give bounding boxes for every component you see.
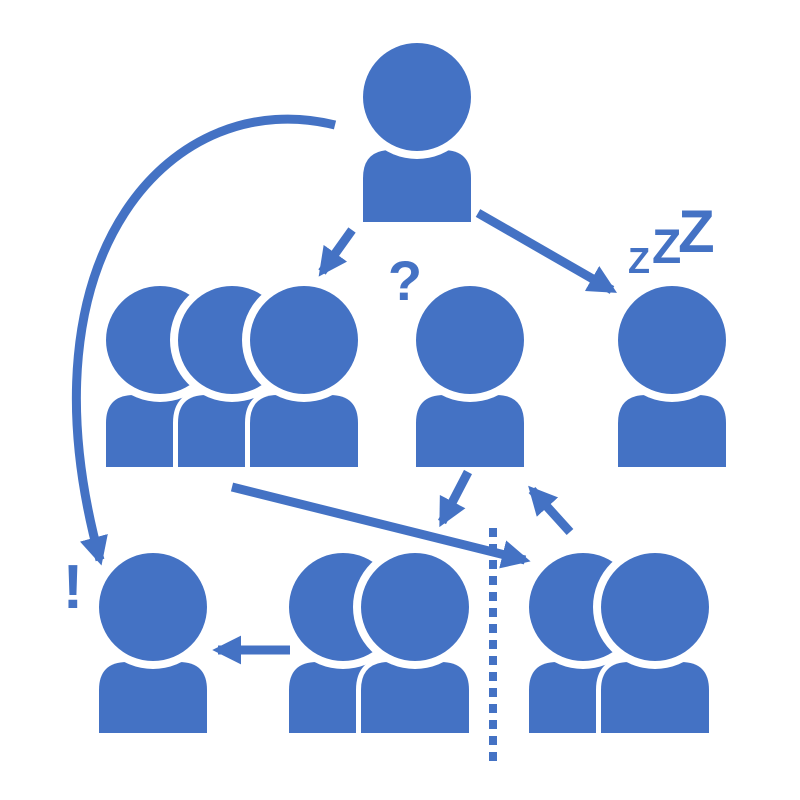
person-icon-bottom-middle-front — [353, 545, 477, 738]
person-icon-middle — [408, 278, 532, 472]
arrow-icon-long-diagonal — [230, 482, 531, 569]
arrow-icon-to-left-team — [318, 227, 356, 277]
person-icon-top-manager — [355, 35, 479, 227]
arrows-layer — [71, 114, 617, 665]
sleep-z-medium: Z — [652, 221, 681, 274]
question-mark: ? — [388, 249, 422, 312]
arrow-icon-curve-to-bottom-left — [71, 114, 337, 566]
people-layer — [91, 35, 734, 738]
sleep-z-small: Z — [628, 240, 650, 281]
arrow-icon-middle-down — [438, 469, 472, 528]
person-icon-team-left-front — [242, 278, 366, 472]
person-icon-bottom-left — [91, 545, 215, 738]
arrow-icon-up-to-middle — [528, 485, 574, 536]
person-icon-sleeping — [610, 278, 734, 472]
arrow-icon-to-sleeping — [475, 209, 617, 294]
exclamation-mark: ! — [63, 553, 84, 622]
person-icon-bottom-right-front — [593, 545, 717, 738]
sleep-z-large: Z — [678, 198, 715, 265]
